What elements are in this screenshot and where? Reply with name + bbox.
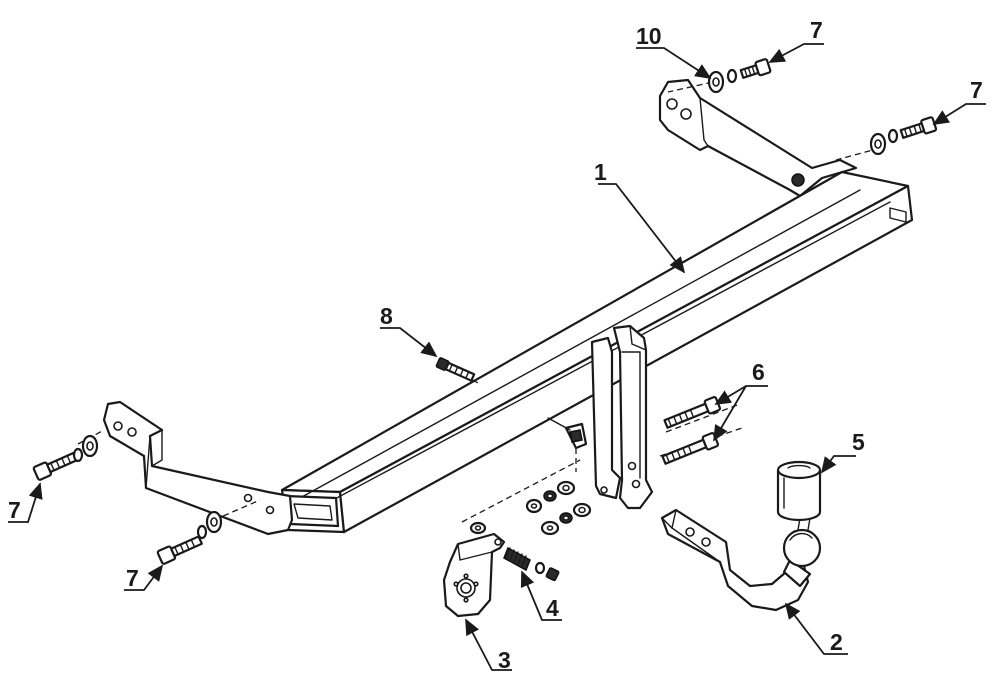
callout-7-right-mid: 7 [970,77,983,103]
spring-bolt [503,546,560,582]
center-bolt [435,357,476,382]
right-side-bracket [658,78,858,198]
left-lower-bolt-set [156,510,223,565]
callout-4: 4 [546,595,559,621]
callout-5: 5 [852,429,865,455]
center-mount [547,324,654,510]
ball-neck-bolts [661,396,722,465]
callout-7-left-upper: 7 [8,497,21,523]
center-washers-nuts [469,480,592,536]
callout-7-right-top: 7 [810,17,823,43]
callout-10: 10 [636,23,662,49]
callout-labels: 1 2 3 4 5 6 7 7 7 7 8 10 [8,17,983,673]
callout-2: 2 [830,629,843,655]
left-upper-bolt-set [32,434,99,481]
callout-3: 3 [498,647,511,673]
socket-mounting-plate [442,532,506,618]
callout-1: 1 [594,159,607,185]
callout-7-left-lower: 7 [126,565,139,591]
detachable-ball-neck [660,508,822,612]
left-side-bracket [102,400,294,536]
right-top-bolt-set [707,58,772,94]
protective-cap [776,460,822,522]
right-mid-bolt-set [869,116,938,156]
callout-8: 8 [380,303,393,329]
leader-lines [8,43,986,671]
callout-6: 6 [752,359,765,385]
